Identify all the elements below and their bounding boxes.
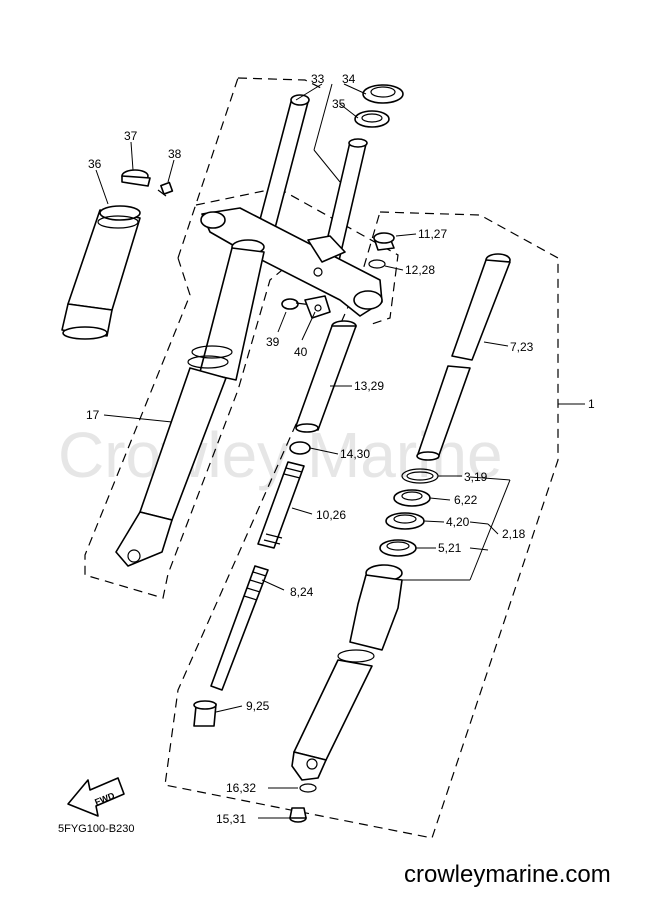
part-labels: 1 33 34 35 37 38 36 11,27 12,28 7,23 39 … (86, 72, 595, 826)
oil-seal-part-4-20 (385, 512, 425, 530)
bearing-part-34 (362, 84, 404, 104)
label-15-31: 15,31 (216, 812, 246, 826)
label-13-29: 13,29 (354, 379, 384, 393)
label-39: 39 (266, 335, 280, 349)
washer-part-16-32 (299, 783, 317, 793)
left-outer-tube-part-17 (115, 239, 265, 567)
label-7-23: 7,23 (510, 340, 534, 354)
label-8-24: 8,24 (290, 585, 314, 599)
bearing-part-35 (354, 110, 390, 128)
label-14-30: 14,30 (340, 447, 370, 461)
drain-bolt-part-15-31 (289, 807, 307, 823)
bush-part-5-21 (379, 539, 417, 557)
seat-part-14-30 (289, 441, 311, 455)
label-9-25: 9,25 (246, 699, 270, 713)
inner-tube-part-7-23 (416, 253, 511, 461)
label-2-18: 2,18 (502, 527, 526, 541)
diagram-code: 5FYG100-B230 (58, 823, 134, 835)
footer-url: crowleymarine.com (404, 861, 611, 888)
label-40: 40 (294, 345, 308, 359)
label-12-28: 12,28 (405, 263, 435, 277)
damper-rod-part-8-24 (210, 565, 269, 691)
label-17: 17 (86, 408, 100, 422)
washer-part-12-28 (368, 259, 386, 269)
clamp-part-40 (304, 295, 331, 319)
label-11-27: 11,27 (418, 227, 447, 241)
dust-boot-part-36 (61, 205, 141, 340)
label-36: 36 (88, 157, 102, 171)
washer-part-6-22 (393, 489, 431, 507)
label-1: 1 (588, 397, 595, 411)
oil-lock-piece-part-9-25 (193, 700, 217, 727)
cap-bolt-part-11-27 (373, 232, 395, 251)
bolt-part-39 (281, 298, 313, 310)
fwd-direction-arrow: FWD (67, 777, 125, 817)
clamp-part-37 (121, 169, 151, 187)
label-34: 34 (342, 72, 356, 86)
label-5-21: 5,21 (438, 541, 462, 555)
under-bracket (200, 207, 383, 317)
label-3-19: 3,19 (464, 470, 488, 484)
screw-part-38 (157, 181, 174, 197)
spacer-part-13-29 (295, 320, 357, 433)
label-37: 37 (124, 129, 138, 143)
spring-part-10-26 (257, 461, 305, 549)
label-4-20: 4,20 (446, 515, 470, 529)
label-33: 33 (311, 72, 325, 86)
label-6-22: 6,22 (454, 493, 478, 507)
label-38: 38 (168, 147, 182, 161)
outer-tube-part-2-18 (291, 564, 403, 781)
label-16-32: 16,32 (226, 781, 256, 795)
label-10-26: 10,26 (316, 508, 346, 522)
leader-lines (95, 83, 585, 819)
label-35: 35 (332, 97, 346, 111)
